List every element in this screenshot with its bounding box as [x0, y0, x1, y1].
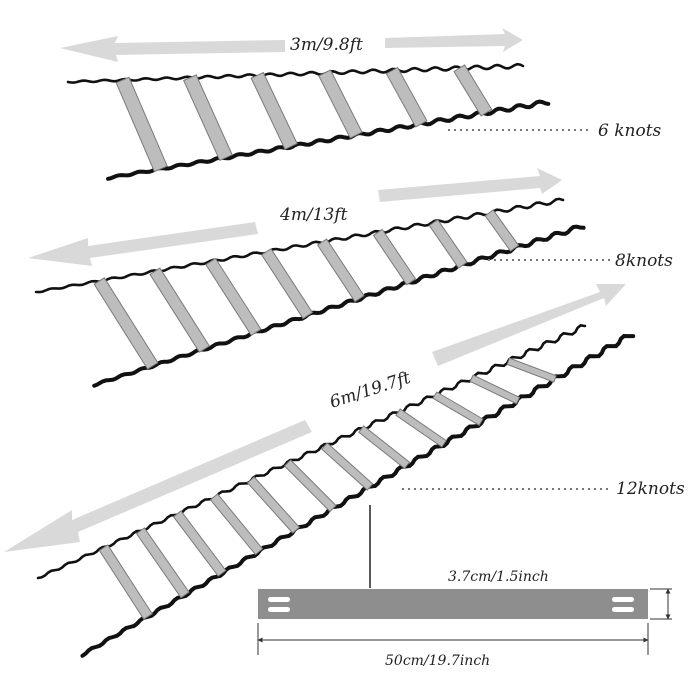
ladder-2: 4m/13ft 8knots — [28, 168, 673, 388]
ladder-1-rung — [250, 71, 298, 150]
direction-arrow-right — [378, 168, 562, 202]
ladder-3-rung — [432, 391, 484, 426]
ladder-3-body — [36, 324, 636, 658]
ladder-3-strap-bottom — [80, 333, 636, 658]
rung-detail-plate — [258, 589, 648, 619]
rung-length-label: 50cm/19.7inch — [385, 653, 490, 669]
ladder-1-strap-bottom — [106, 99, 551, 181]
ladder-3-rung — [246, 476, 301, 534]
ladder-3-rung — [135, 527, 190, 599]
ladder-2-rung — [93, 277, 159, 370]
ladder-2-length-label: 4m/13ft — [279, 205, 348, 225]
direction-arrow-right — [385, 28, 523, 52]
ladder-1-rung — [115, 76, 168, 173]
ladder-2-rung — [372, 228, 417, 286]
ladder-2-rung — [205, 257, 262, 337]
ladder-3-rung — [320, 442, 374, 491]
ladder-2-strap-bottom — [92, 224, 586, 388]
ladder-1-rung — [453, 64, 493, 117]
rung-width-label: 3.7cm/1.5inch — [448, 569, 549, 585]
ladder-2-rung — [428, 219, 468, 269]
ladder-2-rung — [261, 248, 314, 320]
ladder-1-strap-top — [66, 62, 525, 84]
ladder-3-strap-top — [36, 324, 587, 580]
ladder-1-length-label: 3m/9.8ft — [290, 35, 363, 55]
ladder-2-rung — [316, 238, 365, 303]
ladder-3-rung — [469, 374, 521, 405]
rung-detail: 3.7cm/1.5inch 50cm/19.7inch — [257, 505, 672, 669]
ladder-3-rung — [358, 425, 411, 470]
ladder-3-rung — [172, 510, 227, 577]
ladder-1-rung — [385, 66, 428, 128]
rung-slot-right-bottom — [612, 607, 634, 612]
ladder-1-body — [66, 62, 551, 181]
direction-arrow-right — [432, 284, 626, 366]
ladder-3-rung — [506, 357, 557, 383]
direction-arrow-left — [4, 420, 312, 552]
ladder-1: 3m/9.8ft 6 knots — [60, 28, 662, 181]
ladder-3-knots-label: 12knots — [616, 479, 685, 499]
direction-arrow-left — [60, 36, 285, 62]
ladder-3-rung — [209, 493, 264, 556]
rung-slot-right-top — [612, 597, 634, 602]
ladder-1-rung — [318, 69, 363, 139]
ladder-3-length-label: 6m/19.7ft — [327, 368, 413, 413]
ladder-2-body — [34, 197, 586, 388]
ladder-1-knots-label: 6 knots — [598, 121, 662, 141]
ladder-2-knots-label: 8knots — [615, 251, 673, 271]
ladder-2-rung — [484, 209, 520, 252]
ladder-2-rung — [149, 267, 210, 353]
ladder-3-rung — [98, 544, 153, 620]
direction-arrow-left — [28, 222, 258, 266]
ladder-3-rung — [283, 459, 337, 513]
rung-slot-left-bottom — [268, 607, 290, 612]
ladder-1-rung — [183, 74, 233, 162]
ladder-2-strap-top — [34, 197, 565, 294]
rung-slot-left-top — [268, 597, 290, 602]
ladder-3-rung — [395, 408, 447, 448]
ladder-3: 6m/19.7ft 12knots — [4, 284, 685, 658]
